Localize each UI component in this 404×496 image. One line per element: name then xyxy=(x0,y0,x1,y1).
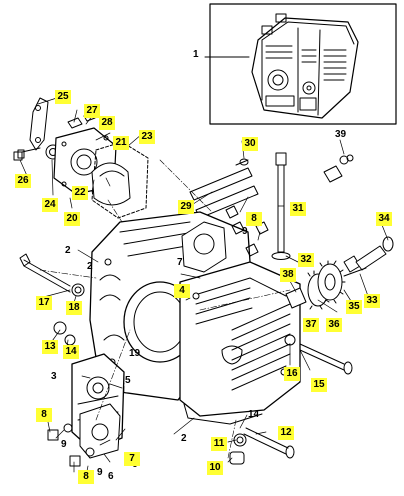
callout-7: 7 xyxy=(124,452,140,466)
callout-23: 23 xyxy=(139,130,155,144)
callout-31: 31 xyxy=(290,202,306,216)
callout-36: 36 xyxy=(326,318,342,332)
callout-37: 37 xyxy=(303,318,319,332)
callout-26: 26 xyxy=(15,174,31,188)
callout-30: 30 xyxy=(242,137,258,151)
callout-22: 22 xyxy=(72,186,88,200)
callout-2: 2 xyxy=(65,245,71,256)
callout-28: 28 xyxy=(99,116,115,130)
callout-29: 29 xyxy=(178,200,194,214)
assembled-unit-inset xyxy=(204,3,397,125)
callout-18: 18 xyxy=(66,301,82,315)
assembly-centerlines xyxy=(39,159,291,459)
callout-20: 20 xyxy=(64,212,80,226)
rods-group xyxy=(189,158,259,219)
callout-5: 5 xyxy=(125,375,131,386)
callout-11: 11 xyxy=(211,437,227,451)
callout-35: 35 xyxy=(346,300,362,314)
callout-33: 33 xyxy=(364,294,380,308)
callout-19: 19 xyxy=(129,348,141,359)
callout-32: 32 xyxy=(298,253,314,267)
callout-24: 24 xyxy=(42,198,58,212)
callout-12: 12 xyxy=(278,426,294,440)
callout-7: 7 xyxy=(177,257,183,268)
gearbox-housing xyxy=(89,211,301,425)
callout-14: 14 xyxy=(63,345,79,359)
callout-17: 17 xyxy=(36,296,52,310)
callout-34: 34 xyxy=(376,212,392,226)
plug-39 xyxy=(323,154,354,183)
rear-cover xyxy=(71,353,125,459)
callout-8: 8 xyxy=(246,212,262,226)
callout-27: 27 xyxy=(84,104,100,118)
shaft-and-gears xyxy=(285,236,394,310)
callout-9: 9 xyxy=(61,439,67,450)
callout-6: 6 xyxy=(108,471,114,482)
callout-39: 39 xyxy=(335,129,347,140)
callout-9: 9 xyxy=(242,226,248,237)
callout-8: 8 xyxy=(36,408,52,422)
callout-2: 2 xyxy=(181,433,187,444)
callout-2: 2 xyxy=(87,261,93,272)
callout-14: 14 xyxy=(248,409,260,420)
callout-10: 10 xyxy=(207,461,223,475)
callout-16: 16 xyxy=(284,367,300,381)
callout-38: 38 xyxy=(280,268,296,282)
callout-15: 15 xyxy=(311,378,327,392)
fasteners xyxy=(13,151,353,467)
dipstick xyxy=(271,152,291,260)
callout-13: 13 xyxy=(42,340,58,354)
callout-1: 1 xyxy=(193,49,199,60)
cover-plate-group xyxy=(17,97,149,219)
callout-25: 25 xyxy=(55,90,71,104)
callout-9: 9 xyxy=(97,467,103,478)
callout-8: 8 xyxy=(78,470,94,484)
callout-3: 3 xyxy=(51,371,57,382)
callout-21: 21 xyxy=(113,136,129,150)
callout-4: 4 xyxy=(174,284,190,298)
